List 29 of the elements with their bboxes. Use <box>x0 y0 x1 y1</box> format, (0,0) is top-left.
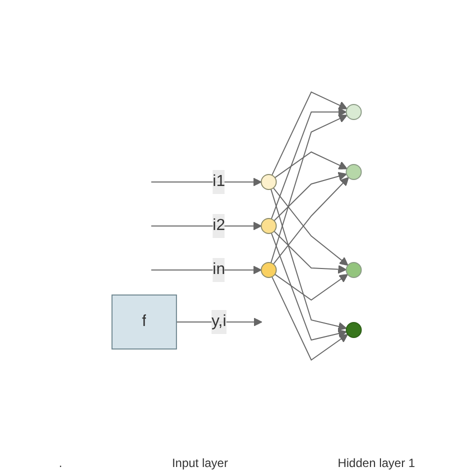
arrow <box>270 114 348 264</box>
node-circle <box>346 322 362 338</box>
arrow <box>274 151 348 178</box>
arrow <box>272 91 348 176</box>
arrow <box>274 274 348 301</box>
node-circle <box>346 104 362 120</box>
arrow <box>270 188 348 331</box>
node-circle <box>261 262 278 278</box>
layer-label: Hidden layer 1 <box>338 456 416 470</box>
arrow <box>271 232 348 341</box>
arrow <box>274 230 348 274</box>
node-box: f <box>112 294 178 350</box>
arrow <box>274 172 348 222</box>
arrow <box>151 178 262 186</box>
node-circle <box>346 262 362 278</box>
node-circle <box>261 218 278 234</box>
arrow <box>151 266 262 274</box>
edge-label: y,i <box>212 313 227 330</box>
arrow <box>272 276 348 361</box>
edge-label: in <box>212 261 226 278</box>
edge-label: i1 <box>212 173 226 190</box>
node-circle <box>261 174 278 190</box>
layer-label: Input layer <box>172 456 228 470</box>
arrow <box>271 108 348 220</box>
arrow <box>151 222 262 230</box>
edge-label: i2 <box>212 217 226 234</box>
layer-label: . <box>58 456 62 470</box>
node-circle <box>346 164 362 180</box>
arrow <box>176 318 263 326</box>
